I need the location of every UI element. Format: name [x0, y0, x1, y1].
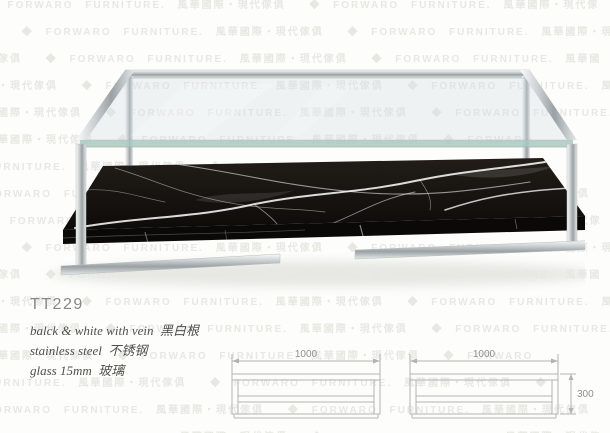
marble-edge-veins	[63, 218, 518, 244]
drawing-front-view: 1000	[231, 349, 381, 419]
spec-line-glass: glass 15mm 玻璃	[30, 363, 125, 378]
marble-shelf	[63, 158, 585, 244]
marble-cloud-patches	[195, 166, 555, 203]
spec-line-material: balck & white with vein 黑白根	[30, 323, 199, 338]
glass-top	[76, 70, 577, 148]
side-height-dim-label: 300	[577, 389, 594, 400]
dimension-drawings: 1000 1000	[218, 346, 600, 430]
marble-veins	[74, 161, 571, 229]
side-width-dim-label: 1000	[473, 349, 496, 360]
product-photo	[25, 40, 606, 302]
drawing-side-view: 1000 300	[409, 349, 594, 419]
spec-line-steel: stainless steel 不锈钢	[30, 343, 148, 358]
product-code: TT229	[30, 296, 84, 313]
chrome-frame-front	[60, 143, 606, 276]
front-width-dim-label: 1000	[295, 349, 318, 360]
coffee-table-illustration	[50, 69, 606, 287]
product-info: TT229 balck & white with vein 黑白根 stainl…	[30, 296, 199, 381]
